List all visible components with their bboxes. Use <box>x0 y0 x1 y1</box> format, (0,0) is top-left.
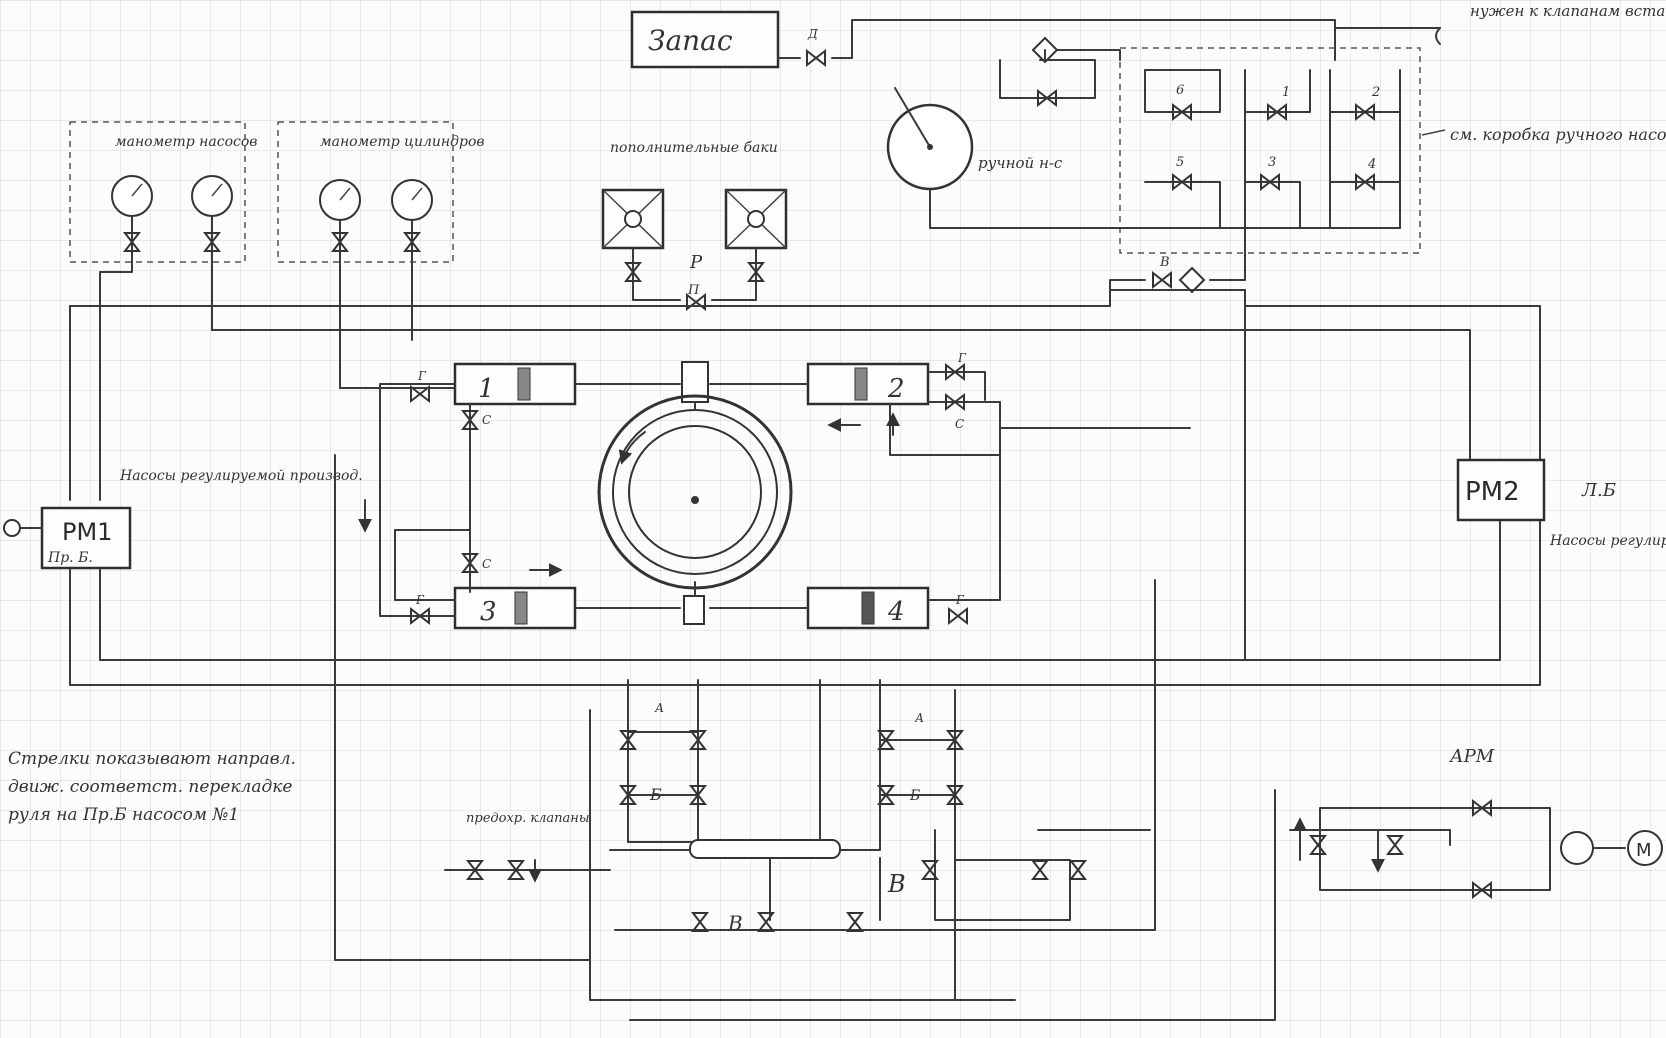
motor-label: М <box>1636 840 1652 861</box>
valve-g-4: Г <box>955 593 965 607</box>
box-valve-6: 6 <box>1176 83 1184 98</box>
cylinder-2: 2 <box>806 362 930 406</box>
svg-text:1: 1 <box>478 374 495 404</box>
reserve-tank-label: Запас <box>648 24 733 57</box>
box-valve-1: 1 <box>1282 85 1290 100</box>
pump-gauges-label: манометр насосов <box>115 134 257 150</box>
pump-left-note: Насосы регулируемой производ. <box>119 468 363 484</box>
valve-g-3: Г <box>415 593 425 607</box>
svg-text:4: 4 <box>887 597 905 627</box>
pump-rm1: РМ1 Пр. Б. <box>40 506 132 570</box>
arm-pump-icon <box>1560 831 1594 865</box>
pump-right-side: Л.Б <box>1581 480 1616 501</box>
svg-text:2: 2 <box>887 374 905 404</box>
valve-v-right: В <box>887 870 906 898</box>
motor-icon <box>1627 830 1663 866</box>
distribution-manifold <box>689 839 841 859</box>
apm-label: АРМ <box>1448 746 1495 767</box>
cyl-gauges-frame <box>277 121 454 263</box>
box-valve-5: 5 <box>1176 155 1184 170</box>
tank-valve-n: П <box>687 283 700 298</box>
cylinder-4: 4 <box>806 586 930 630</box>
pump-right-note: Насосы регулир. производ. <box>1549 533 1666 549</box>
box-valve-2: 2 <box>1371 85 1380 100</box>
top-right-note: нужен к клапанам вставок Л.Б у клапана <box>1470 2 1666 20</box>
valve-s-3: С <box>955 417 964 431</box>
valve-s-2: С <box>482 557 491 571</box>
filter-icon-lower <box>1178 266 1206 294</box>
reserve-tank: Запас <box>630 10 780 69</box>
svg-text:Пр. Б.: Пр. Б. <box>47 550 93 566</box>
gauge-icon <box>111 175 433 221</box>
tank-right <box>724 188 788 250</box>
hand-pump-box <box>1119 47 1421 254</box>
valve-a-right: А <box>914 711 924 725</box>
svg-text:РМ1: РМ1 <box>62 518 112 546</box>
cylinder-3: 3 <box>453 586 577 630</box>
pump-rm1-shaft-icon <box>3 519 21 537</box>
svg-text:3: 3 <box>480 597 497 627</box>
filter-valve-label: В <box>1159 255 1170 270</box>
tanks-label: пополнительные баки <box>610 140 778 156</box>
valve-g-2: Г <box>957 351 967 365</box>
box-note: см. коробка ручного насоса <box>1450 125 1666 144</box>
tank-valve-p: Р <box>689 252 703 273</box>
note-bottom-left: Стрелки показывают направл. движ. соотве… <box>8 749 296 825</box>
valve-s-1: С <box>482 413 491 427</box>
valve-a-left: А <box>654 701 664 715</box>
note-bottom-left-container: Стрелки показывают направл. движ. соотве… <box>8 749 296 825</box>
pump-rm2: РМ2 <box>1456 458 1546 522</box>
rudder-ring <box>597 394 793 590</box>
svg-text:РМ2: РМ2 <box>1465 477 1520 507</box>
valve-g-1: Г <box>417 369 427 383</box>
cyl-gauges-label: манометр цилиндров <box>320 134 485 150</box>
hand-pump-label: ручной н-с <box>978 154 1063 172</box>
box-valve-4: 4 <box>1367 157 1376 172</box>
valve-v-bottom: В <box>727 911 743 935</box>
tiller-bottom <box>683 595 705 625</box>
reserve-valve-label: Д <box>807 27 818 41</box>
valve-b-right: Б <box>909 788 920 804</box>
tank-left <box>601 188 665 250</box>
safety-valve-label: предохр. клапаны <box>466 811 589 826</box>
valve-b-left: Б <box>649 785 662 804</box>
box-valve-3: 3 <box>1268 155 1276 170</box>
pump-gauges-frame <box>69 121 246 263</box>
cylinder-1: 1 <box>453 362 577 406</box>
